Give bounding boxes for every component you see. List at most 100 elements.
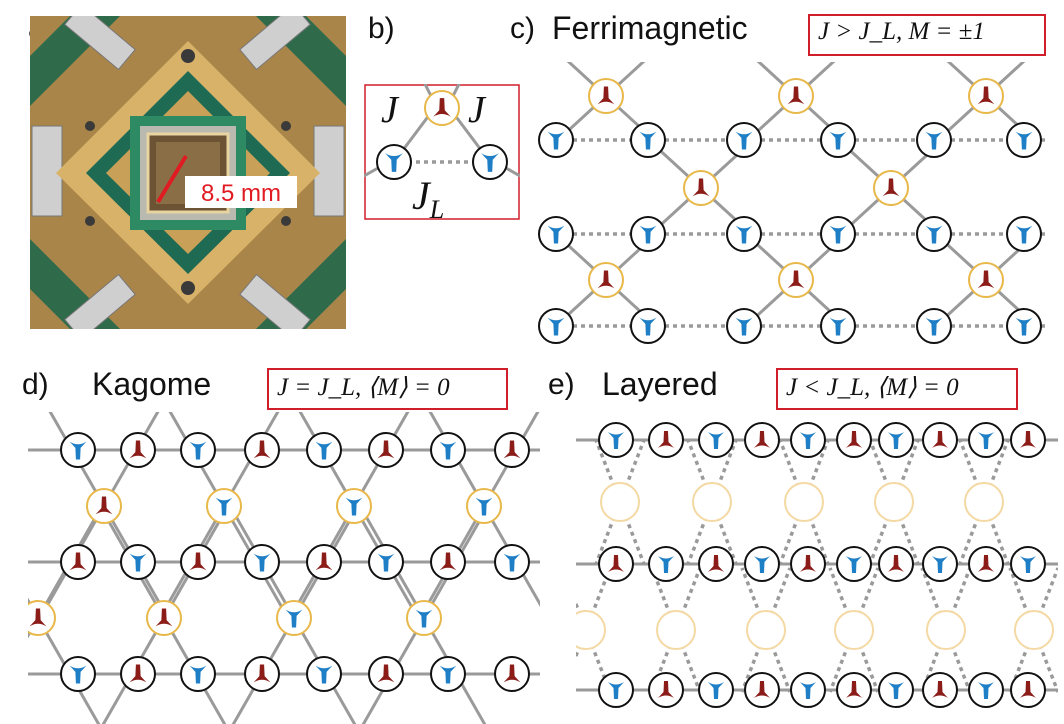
spin-up [968, 422, 1004, 458]
spin-up [598, 422, 634, 458]
coupling-jl: JL [412, 173, 445, 224]
quantum-chip-photo: 8.5 mm [30, 16, 346, 329]
panel-e-title: Layered [602, 366, 718, 402]
scale-label: 8.5 mm [201, 180, 281, 207]
spin-down [873, 170, 909, 206]
panel-e-condition: J < J_L, ⟨M⟩ = 0 [776, 368, 1018, 410]
panel-d-title: Kagome [92, 366, 212, 402]
spin-up [276, 600, 312, 636]
spin-down [598, 546, 634, 582]
spin-up [726, 122, 762, 158]
spin-down [968, 546, 1004, 582]
spin-up [648, 546, 684, 582]
spin-up [790, 422, 826, 458]
spin-down [494, 432, 530, 468]
panel-d-letter: d) [22, 368, 49, 401]
empty-site [656, 610, 696, 650]
spin-up [120, 544, 156, 580]
spin-up [820, 122, 856, 158]
empty-site [576, 610, 606, 650]
spin-up [306, 656, 342, 692]
spin-up [630, 122, 666, 158]
layered-lattice [576, 422, 1058, 708]
spin-up [206, 488, 242, 524]
empty-site [964, 482, 1004, 522]
spin-up [466, 488, 502, 524]
empty-site [834, 610, 874, 650]
spin-up [698, 422, 734, 458]
spin-up [922, 546, 958, 582]
spin-up [820, 308, 856, 344]
spin-down [180, 544, 216, 580]
spin-down [60, 544, 96, 580]
spin-up [1006, 216, 1042, 252]
spin-up [698, 672, 734, 708]
spin-down [836, 672, 872, 708]
empty-site [746, 610, 786, 650]
spin-down [836, 422, 872, 458]
spin-up [968, 672, 1004, 708]
spin-up [836, 546, 872, 582]
kagome-lattice [28, 412, 540, 724]
spin-up [60, 432, 96, 468]
spin-up [538, 122, 574, 158]
spin-down [86, 488, 122, 524]
spin-up [472, 144, 508, 180]
spin-up [726, 308, 762, 344]
spin-down [922, 672, 958, 708]
spin-down [120, 432, 156, 468]
panel-c-condition: J > J_L, M = ±1 [808, 14, 1046, 56]
panel-c-title: Ferrimagnetic [552, 10, 748, 46]
spin-up [916, 308, 952, 344]
bond [505, 166, 520, 178]
spin-down [790, 546, 826, 582]
spin-up [726, 216, 762, 252]
empty-site [926, 610, 966, 650]
spin-down [878, 546, 914, 582]
empty-site [600, 482, 640, 522]
spin-down [368, 432, 404, 468]
spin-down [968, 262, 1004, 298]
panel-d-condition: J = J_L, ⟨M⟩ = 0 [267, 368, 508, 410]
spin-down [306, 544, 342, 580]
spin-up [180, 656, 216, 692]
unit-cell-diagram [364, 84, 520, 220]
spin-up [790, 672, 826, 708]
spin-up [916, 216, 952, 252]
spin-up [598, 672, 634, 708]
spin-up [306, 432, 342, 468]
spin-up [244, 544, 280, 580]
spin-up [878, 672, 914, 708]
spin-down [244, 432, 280, 468]
spin-up [1010, 546, 1046, 582]
spin-down [28, 600, 56, 636]
spin-down [778, 78, 814, 114]
spin-up [494, 544, 530, 580]
spin-up [180, 432, 216, 468]
spin-up [430, 432, 466, 468]
spin-down [588, 78, 624, 114]
spin-up [878, 422, 914, 458]
spin-up [430, 656, 466, 692]
spin-down [922, 422, 958, 458]
spin-down [120, 656, 156, 692]
ferrimagnetic-lattice [536, 62, 1049, 344]
bond [364, 166, 379, 178]
spin-up [820, 216, 856, 252]
spin-up [744, 546, 780, 582]
spin-up [406, 600, 442, 636]
spin-down [424, 90, 460, 126]
spin-down [244, 656, 280, 692]
spin-up [376, 144, 412, 180]
spin-down [744, 672, 780, 708]
spin-up [630, 308, 666, 344]
spin-up [60, 656, 96, 692]
panel-e-letter: e) [548, 368, 575, 401]
spin-up [916, 122, 952, 158]
panel-c-letter: c) [510, 12, 535, 45]
spin-down [648, 422, 684, 458]
spin-down [968, 78, 1004, 114]
empty-site [874, 482, 914, 522]
spin-up [336, 488, 372, 524]
panel-b-letter: b) [368, 12, 395, 45]
